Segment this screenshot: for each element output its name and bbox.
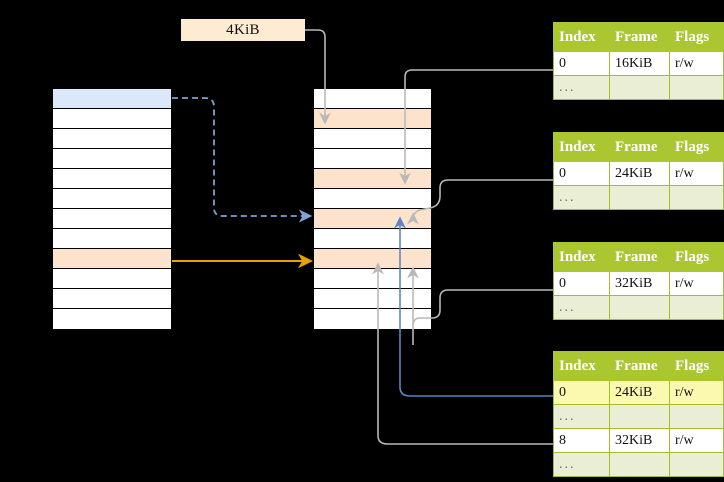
page-table-level-4-cell bbox=[609, 452, 670, 477]
wire-table2-to-phys bbox=[407, 179, 553, 225]
physical-memory-column-row bbox=[314, 129, 431, 149]
page-table-level-2-cell bbox=[609, 185, 670, 210]
page-table-level-2-header-flags: Flags bbox=[669, 132, 724, 162]
page-table-level-3-cell bbox=[669, 295, 724, 320]
page-table-level-1-cell bbox=[669, 75, 724, 100]
page-table-level-3-cell: 32KiB bbox=[609, 271, 670, 296]
page-table-level-4-cell: ... bbox=[553, 452, 610, 477]
page-table-level-3-row: ... bbox=[553, 295, 724, 320]
page-table-level-1-cell bbox=[609, 75, 670, 100]
page-table-level-4-cell bbox=[609, 404, 670, 429]
virtual-address-space-column-row bbox=[53, 209, 171, 229]
page-table-level-4-cell: 8 bbox=[553, 428, 610, 453]
virtual-address-space-column bbox=[52, 88, 172, 329]
virtual-address-space-column-row bbox=[53, 189, 171, 209]
page-table-level-3-cell: ... bbox=[553, 295, 610, 320]
page-table-level-1-cell: r/w bbox=[669, 51, 724, 76]
physical-memory-column-row bbox=[314, 229, 431, 249]
physical-memory-column-row bbox=[314, 249, 431, 269]
virtual-address-space-column-row bbox=[53, 169, 171, 189]
physical-memory-column bbox=[313, 88, 432, 329]
page-table-level-2-header-frame: Frame bbox=[609, 132, 670, 162]
page-table-level-4-cell bbox=[669, 452, 724, 477]
virtual-address-space-column-row bbox=[53, 269, 171, 289]
page-table-level-4-cell: r/w bbox=[669, 428, 724, 453]
page-table-level-1-cell: ... bbox=[553, 75, 610, 100]
page-table-level-1-header-flags: Flags bbox=[669, 22, 724, 52]
virtual-address-space-column-row bbox=[53, 149, 171, 169]
page-table-level-3-header-index: Index bbox=[553, 242, 610, 272]
page-table-level-4-header-index: Index bbox=[553, 351, 610, 381]
page-size-text: 4KiB bbox=[226, 21, 260, 38]
page-table-level-3-cell bbox=[609, 295, 670, 320]
page-table-level-4-header-flags: Flags bbox=[669, 351, 724, 381]
physical-memory-column-row bbox=[314, 209, 431, 229]
page-table-level-4-cell: 32KiB bbox=[609, 428, 670, 453]
virtual-address-space-column-row bbox=[53, 289, 171, 309]
page-table-level-2-cell: r/w bbox=[669, 161, 724, 186]
virtual-address-space-column-row bbox=[53, 109, 171, 129]
virtual-address-space-column-row bbox=[53, 229, 171, 249]
page-table-level-4-header-frame: Frame bbox=[609, 351, 670, 381]
page-table-level-4-cell: r/w bbox=[669, 380, 724, 405]
page-table-level-1-cell: 16KiB bbox=[609, 51, 670, 76]
virtual-address-space-column-row bbox=[53, 89, 171, 109]
wire-table3-to-phys bbox=[407, 266, 553, 345]
page-table-level-2-row: ... bbox=[553, 185, 724, 210]
physical-memory-column-row bbox=[314, 309, 431, 329]
page-table-level-4-row: ... bbox=[553, 452, 724, 477]
page-table-level-4-cell: ... bbox=[553, 404, 610, 429]
physical-memory-column-row bbox=[314, 269, 431, 289]
page-table-level-2-cell: 24KiB bbox=[609, 161, 670, 186]
page-size-label: 4KiB bbox=[181, 19, 305, 41]
page-table-level-4-row: ... bbox=[553, 404, 724, 429]
page-table-level-1-header-frame: Frame bbox=[609, 22, 670, 52]
virtual-address-space-column-row bbox=[53, 309, 171, 329]
page-table-level-1-cell: 0 bbox=[553, 51, 610, 76]
page-table-level-2-cell: ... bbox=[553, 185, 610, 210]
page-table-level-4-cell: 24KiB bbox=[609, 380, 670, 405]
physical-memory-column-row bbox=[314, 149, 431, 169]
page-table-level-2-cell: 0 bbox=[553, 161, 610, 186]
page-table-level-1-header-index: Index bbox=[553, 22, 610, 52]
page-table-level-2-header-index: Index bbox=[553, 132, 610, 162]
virtual-address-space-column-row bbox=[53, 129, 171, 149]
page-table-level-2-cell bbox=[669, 185, 724, 210]
virtual-address-space-column-row bbox=[53, 249, 171, 269]
physical-memory-column-row bbox=[314, 169, 431, 189]
page-table-level-3-header-flags: Flags bbox=[669, 242, 724, 272]
page-table-level-4-cell bbox=[669, 404, 724, 429]
page-table-level-1-row: ... bbox=[553, 75, 724, 100]
physical-memory-column-row bbox=[314, 89, 431, 109]
physical-memory-column-row bbox=[314, 189, 431, 209]
page-table-level-4-cell: 0 bbox=[553, 380, 610, 405]
page-table-level-3-cell: r/w bbox=[669, 271, 724, 296]
wire-virtual-row0-dashed bbox=[172, 97, 313, 223]
page-table-level-3-header-frame: Frame bbox=[609, 242, 670, 272]
physical-memory-column-row bbox=[314, 289, 431, 309]
physical-memory-column-row bbox=[314, 109, 431, 129]
page-table-level-3-cell: 0 bbox=[553, 271, 610, 296]
